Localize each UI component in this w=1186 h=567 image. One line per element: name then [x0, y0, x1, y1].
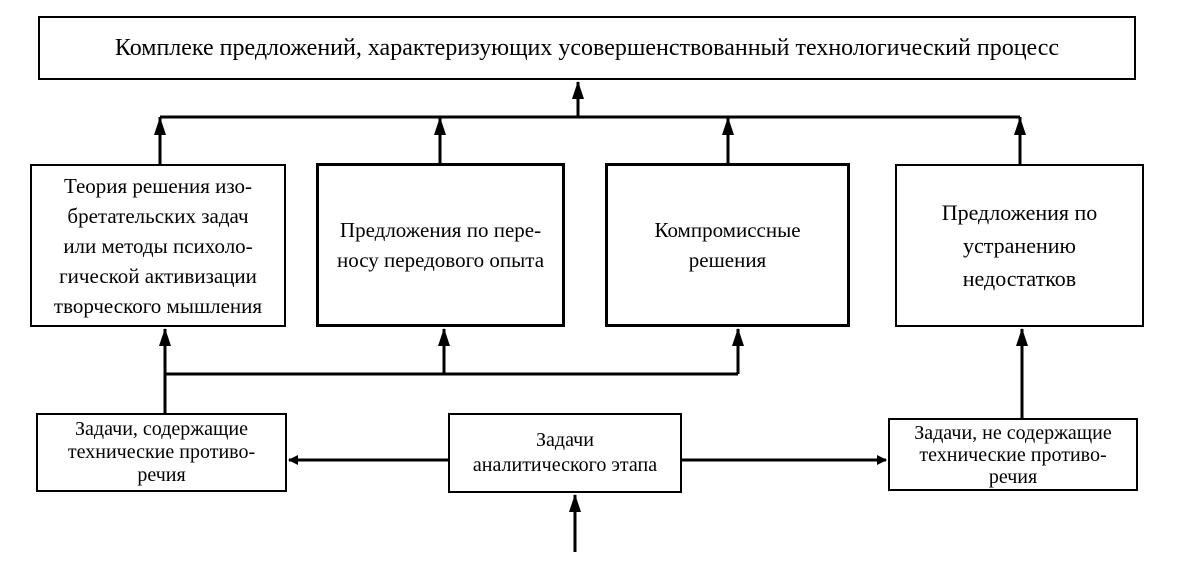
- box-analytic-stage-tasks-label: Задачи аналитического этапа: [472, 429, 658, 476]
- box-tasks-without-contradictions-label: Задачи, не содержащие технические против…: [914, 421, 1112, 488]
- box-analytic-stage-tasks: Задачи аналитического этапа: [448, 413, 682, 493]
- box-experience-transfer: Предложения по пере- носу передового опы…: [316, 163, 565, 327]
- box-tasks-without-contradictions: Задачи, не содержащие технические против…: [888, 418, 1138, 491]
- box-tasks-with-contradictions: Задачи, содержащие технические противо- …: [36, 413, 287, 492]
- box-triz-methods-label: Теория решения изо- бретательских задач …: [53, 173, 263, 318]
- box-compromise-solutions-label: Компромиссные решения: [654, 218, 801, 272]
- box-proposals-complex-label: Комплеке предложений, характеризующих ус…: [114, 34, 1060, 61]
- box-proposals-complex: Комплеке предложений, характеризующих ус…: [38, 16, 1136, 80]
- box-deficiency-elimination: Предложения по устранению недостатков: [895, 164, 1144, 327]
- box-compromise-solutions: Компромиссные решения: [605, 163, 850, 327]
- box-deficiency-elimination-label: Предложения по устранению недостатков: [941, 200, 1098, 291]
- box-experience-transfer-label: Предложения по пере- носу передового опы…: [336, 218, 545, 272]
- box-triz-methods: Теория решения изо- бретательских задач …: [30, 164, 286, 327]
- box-tasks-with-contradictions-label: Задачи, содержащие технические противо- …: [67, 418, 256, 486]
